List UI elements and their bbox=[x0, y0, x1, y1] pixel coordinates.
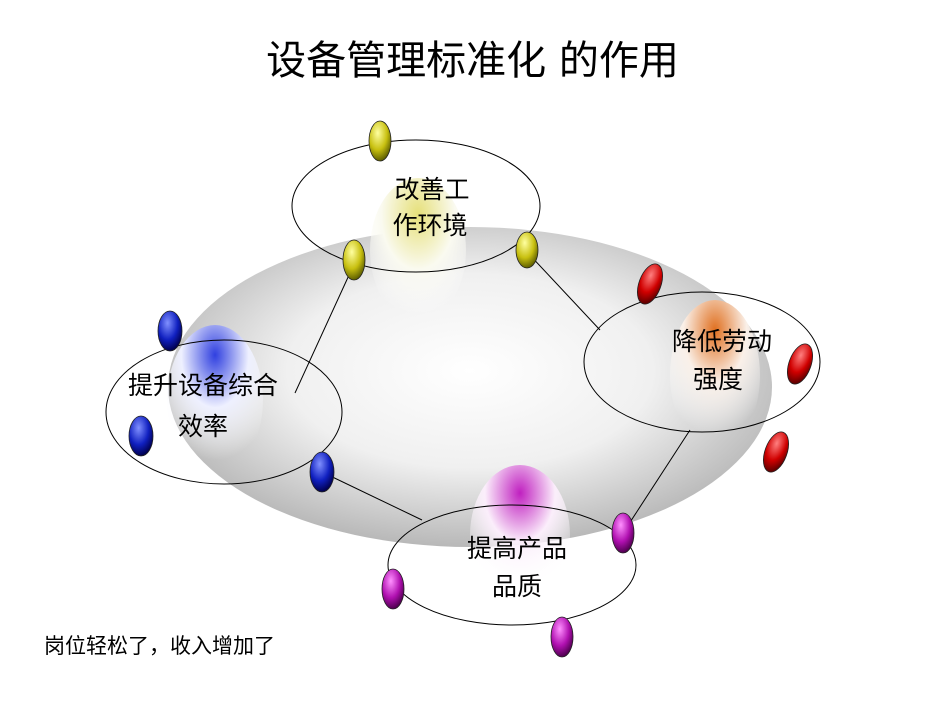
glow-right bbox=[670, 300, 760, 450]
bead-red bbox=[763, 431, 789, 473]
label-top-1: 改善工 bbox=[394, 175, 469, 204]
ring-left bbox=[105, 339, 343, 485]
bead-purple bbox=[550, 616, 574, 658]
glow-top bbox=[370, 178, 466, 322]
bead-red bbox=[637, 263, 663, 305]
label-right-1: 降低劳动 bbox=[672, 327, 772, 356]
ring-right bbox=[583, 291, 821, 433]
connector-left-bottom bbox=[321, 471, 423, 521]
footnote: 岗位轻松了，收入增加了 bbox=[44, 634, 275, 658]
ring-bottom bbox=[387, 504, 637, 626]
label-bottom-2: 品质 bbox=[492, 572, 542, 601]
bead-blue bbox=[309, 451, 335, 493]
bead-yellow bbox=[515, 231, 539, 269]
bead-yellow bbox=[342, 239, 366, 281]
bead-blue bbox=[128, 415, 154, 457]
ring-top bbox=[291, 139, 541, 273]
label-bottom-1: 提高产品 bbox=[467, 534, 567, 563]
label-top-2: 作环境 bbox=[392, 211, 467, 240]
glow-left bbox=[167, 325, 263, 475]
bead-red bbox=[787, 343, 813, 385]
bead-purple bbox=[381, 568, 405, 610]
label-right-2: 强度 bbox=[693, 365, 743, 394]
label-left-1: 提升设备综合 bbox=[128, 371, 278, 400]
connector-right-bottom bbox=[624, 429, 691, 531]
bead-blue bbox=[157, 310, 183, 352]
connector-top-right bbox=[526, 251, 601, 331]
label-left-2: 效率 bbox=[178, 412, 228, 441]
glow-bottom bbox=[470, 465, 570, 605]
connector-top-left bbox=[294, 261, 356, 394]
page-title: 设备管理标准化 的作用 bbox=[266, 38, 679, 84]
bead-yellow bbox=[368, 120, 392, 162]
bead-purple bbox=[611, 512, 635, 554]
